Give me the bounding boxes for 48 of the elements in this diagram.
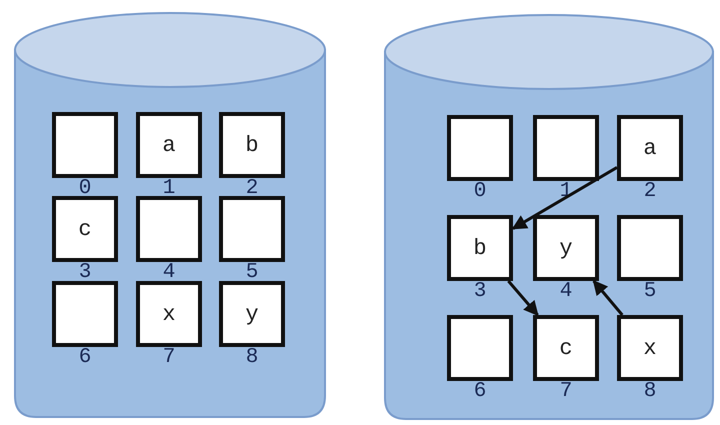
cell-letter: a [643, 136, 657, 160]
index-number: 5 [642, 280, 658, 303]
cell-letter: x [162, 302, 176, 326]
index-number: 5 [244, 261, 260, 284]
arrow [512, 166, 618, 230]
memory-cell [219, 112, 285, 178]
arrow [507, 280, 539, 316]
index-number: 4 [558, 280, 574, 303]
index-number: 3 [78, 261, 92, 284]
index-number: 0 [472, 180, 488, 203]
memory-cell [52, 196, 118, 262]
memory-cell [136, 281, 202, 347]
empty-cell [52, 112, 118, 178]
empty-cell [617, 215, 683, 281]
index-number: 3 [472, 280, 488, 303]
memory-cell [219, 281, 285, 347]
empty-cell [533, 115, 599, 181]
index-number: 6 [472, 380, 488, 403]
cell-letter: x [643, 336, 657, 360]
empty-cell [219, 196, 285, 262]
empty-cell [52, 281, 118, 347]
index-number: 0 [78, 177, 92, 200]
cell-letter: c [78, 216, 92, 242]
cell-letter: b [245, 132, 259, 158]
index-number: 7 [162, 346, 176, 369]
cell-letter: b [473, 236, 487, 260]
cell-letter: y [559, 236, 573, 260]
cell-letter: y [245, 302, 259, 326]
index-number: 6 [78, 346, 92, 369]
index-number: 2 [244, 177, 260, 200]
index-number: 4 [162, 261, 176, 284]
index-number: 7 [558, 380, 574, 403]
arrow [592, 280, 624, 316]
memory-cell [533, 315, 599, 381]
index-number: 8 [642, 380, 658, 403]
cell-letter: c [559, 336, 573, 360]
memory-cell [533, 215, 599, 281]
memory-cell [617, 315, 683, 381]
empty-cell [136, 196, 202, 262]
memory-cell [447, 215, 513, 281]
index-number: 2 [642, 180, 658, 203]
memory-cell [136, 112, 202, 178]
cell-letter: a [162, 132, 176, 158]
index-number: 8 [244, 346, 260, 369]
empty-cell [447, 315, 513, 381]
index-number: 1 [162, 177, 176, 200]
empty-cell [447, 115, 513, 181]
memory-cell [617, 115, 683, 181]
